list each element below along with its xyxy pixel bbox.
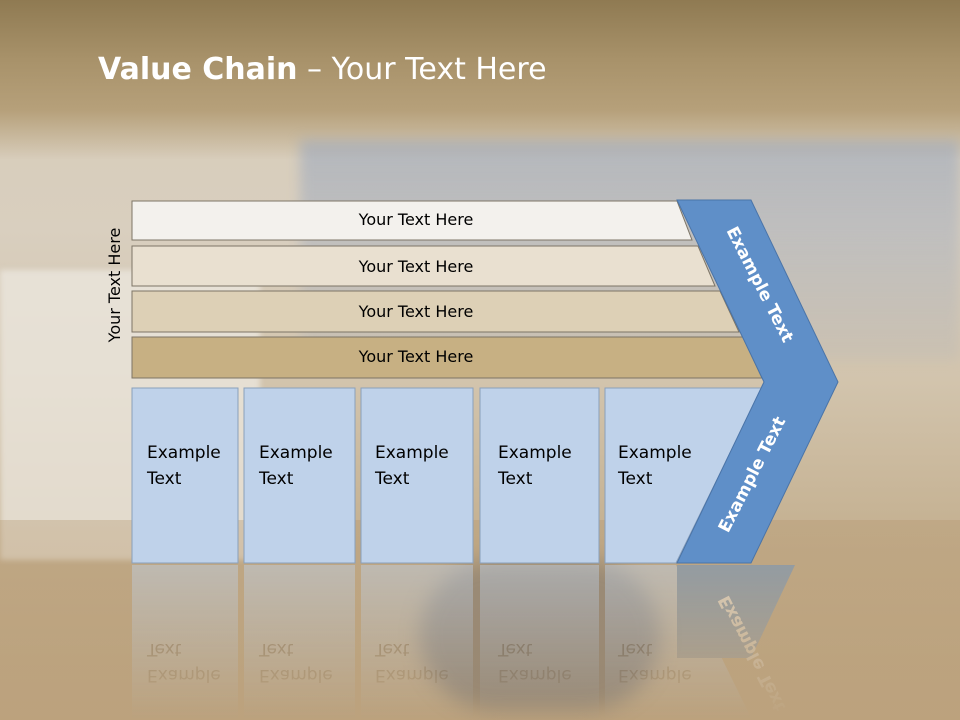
reflection-line1: Example (618, 665, 692, 685)
primary-box-line2: Text (617, 469, 653, 489)
reflection-line2: Text (497, 639, 533, 659)
reflection-line1: Example (147, 665, 221, 685)
reflection-box (244, 565, 355, 720)
support-row-shape (131, 290, 740, 333)
reflection-line1: Example (259, 665, 333, 685)
reflection-line2: Text (146, 639, 182, 659)
slide-title-rest: – Your Text Here (297, 52, 547, 87)
reflection-box (480, 565, 599, 720)
reflection-box (361, 565, 473, 720)
primary-box-shape (131, 387, 239, 564)
slide-title: Value Chain – Your Text Here (98, 52, 547, 87)
support-rows: Your Text Here Your Text Here Your Text … (131, 200, 763, 379)
primary-box: Example Text (479, 387, 600, 564)
primary-box-line2: Text (374, 469, 410, 489)
reflection-line2: Text (374, 639, 410, 659)
primary-box-shape (360, 387, 474, 564)
chevron-shape (676, 199, 839, 564)
reflection-chevron (677, 565, 795, 658)
support-row: Your Text Here (131, 290, 740, 333)
reflection-line2: Text (617, 639, 653, 659)
reflection-box (132, 565, 238, 720)
support-row-label: Your Text Here (358, 347, 474, 366)
primary-box: Example Text (604, 387, 763, 564)
primary-box-line2: Text (258, 469, 294, 489)
support-row-shape (131, 245, 716, 287)
primary-box: Example Text (131, 387, 239, 564)
primary-box-shape (479, 387, 600, 564)
support-row: Your Text Here (131, 200, 693, 241)
primary-box: Example Text (243, 387, 356, 564)
primary-box-line1: Example (259, 443, 333, 463)
support-row-shape (131, 200, 693, 241)
support-row-label: Your Text Here (358, 210, 474, 229)
support-row: Your Text Here (131, 336, 763, 379)
primary-box-line1: Example (375, 443, 449, 463)
slide-title-bold: Value Chain (98, 52, 298, 87)
primary-box: Example Text (360, 387, 474, 564)
reflection-line1: Example (375, 665, 449, 685)
support-row-label: Your Text Here (358, 302, 474, 321)
reflection-line2: Text (258, 639, 294, 659)
primary-box-line1: Example (498, 443, 572, 463)
diagram-reflection: Example Text Example Text Example Text E… (132, 565, 795, 720)
primary-box-shape (243, 387, 356, 564)
primary-box-line1: Example (618, 443, 692, 463)
reflection-line1: Example (498, 665, 572, 685)
primary-box-line1: Example (147, 443, 221, 463)
support-row: Your Text Here (131, 245, 716, 287)
primary-box-line2: Text (146, 469, 182, 489)
primary-box-line2: Text (497, 469, 533, 489)
support-row-label: Your Text Here (358, 257, 474, 276)
primary-box-shape (604, 387, 763, 564)
primary-boxes: Example Text Example Text Example Text E… (131, 387, 763, 564)
